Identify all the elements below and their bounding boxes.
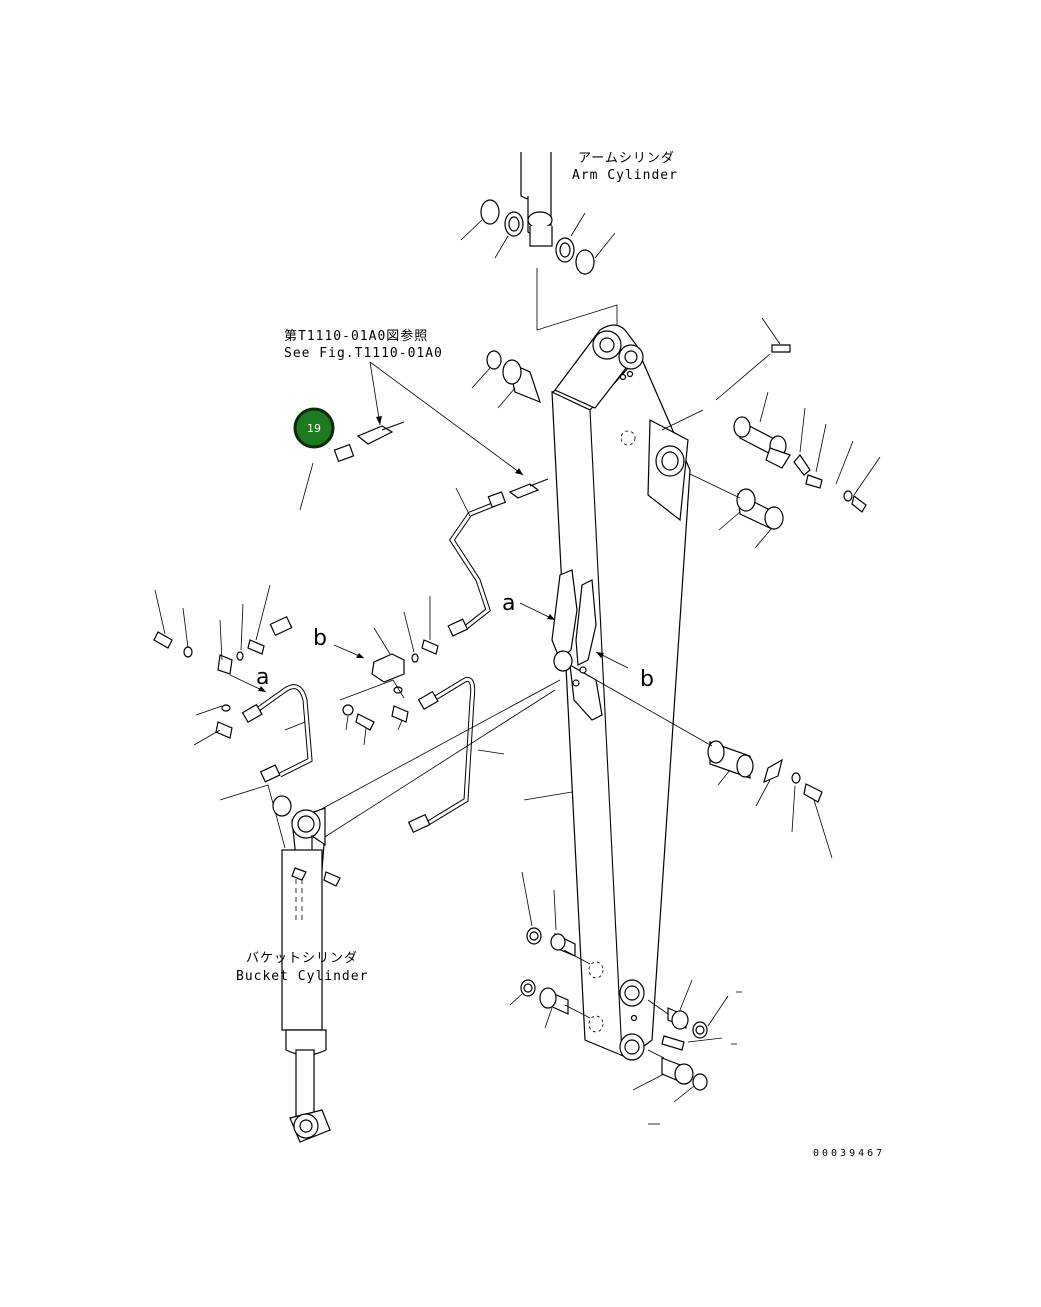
see-fig-label-en: See Fig.T1110-01A0 bbox=[284, 346, 443, 361]
hoses bbox=[241, 421, 549, 834]
ref-a-right: a bbox=[502, 591, 515, 616]
ref-a-left: a bbox=[256, 665, 269, 690]
drawing-number: 00039467 bbox=[813, 1148, 885, 1159]
lower-pins bbox=[509, 679, 833, 1125]
top-pins bbox=[471, 317, 881, 549]
callout-circle[interactable] bbox=[293, 407, 335, 449]
left-fittings bbox=[153, 584, 439, 746]
callout-19[interactable]: 19 bbox=[293, 407, 335, 449]
ref-b-left: b bbox=[313, 626, 327, 651]
bucket-cylinder-label-en: Bucket Cylinder bbox=[236, 969, 368, 984]
see-fig-label-jp: 第T1110-01A0図参照 bbox=[284, 328, 428, 344]
callout-number: 19 bbox=[307, 422, 321, 435]
arm-cylinder-label-jp: アームシリンダ bbox=[578, 151, 675, 166]
ref-b-right: b bbox=[640, 667, 654, 692]
arm-body bbox=[551, 324, 691, 1061]
bucket-cylinder-label-jp: バケットシリンダ bbox=[246, 951, 358, 966]
arm-cylinder bbox=[460, 152, 618, 335]
arm-cylinder-label-en: Arm Cylinder bbox=[572, 168, 678, 183]
bucket-cylinder bbox=[219, 679, 561, 1143]
